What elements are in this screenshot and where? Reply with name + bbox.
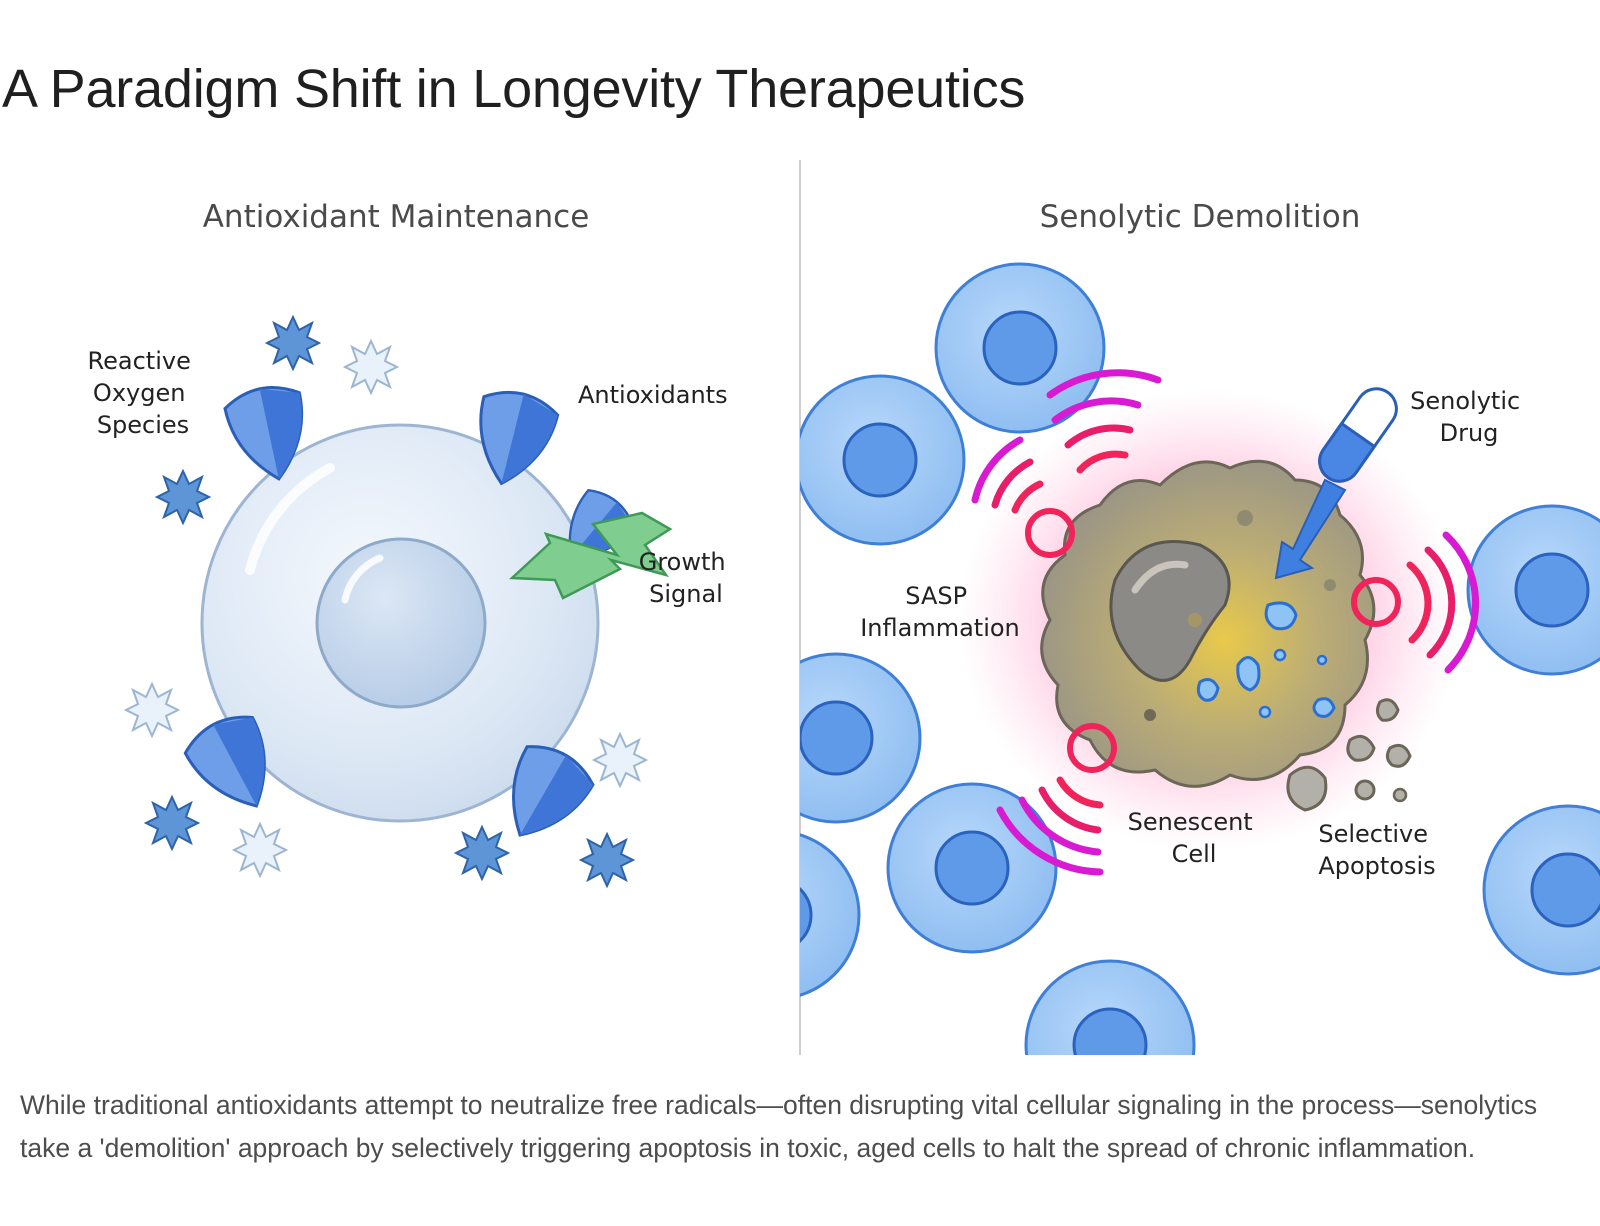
- senescent-cell-label: Senescent Cell: [1128, 808, 1261, 868]
- ros-star-dark: [453, 824, 511, 882]
- ros-star-dark: [264, 314, 322, 372]
- nucleus-highlight: [341, 554, 384, 604]
- apoptotic-fragments: [1286, 698, 1412, 812]
- antioxidants-label: Antioxidants: [578, 381, 728, 409]
- senescent-cell: [1040, 459, 1376, 788]
- antioxidant-shield: [479, 390, 560, 486]
- healthy-blue-cell: [1024, 959, 1196, 1055]
- drug-arrow: [1274, 478, 1347, 580]
- diagram-svg: Antioxidant Maintenance: [88, 160, 1600, 1055]
- growth-signal-arrow: [508, 511, 673, 600]
- page-title: A Paradigm Shift in Longevity Therapeuti…: [2, 59, 1026, 119]
- ros-label: Reactive Oxygen Species: [88, 347, 199, 439]
- antioxidant-shield: [223, 386, 304, 481]
- ros-star-dark: [154, 468, 212, 526]
- right-panel: Senolytic Demolition: [800, 199, 1600, 1055]
- ros-star-light: [231, 821, 289, 879]
- ros-star-light: [591, 731, 649, 789]
- healthy-blue-cell: [800, 833, 861, 997]
- antioxidant-shield: [511, 745, 595, 837]
- sasp-waves: [971, 369, 1480, 876]
- cell-nucleus: [315, 537, 487, 709]
- sasp-inflammation-label: SASP Inflammation: [860, 582, 1020, 642]
- right-panel-title: Senolytic Demolition: [1040, 199, 1361, 235]
- antioxidant-shield: [183, 715, 266, 808]
- left-panel: Antioxidant Maintenance: [88, 199, 734, 889]
- healthy-blue-cell: [1466, 504, 1600, 676]
- cell-highlight: [245, 463, 335, 575]
- growth-signal-label: Growth Signal: [639, 548, 734, 608]
- ros-star-light: [342, 338, 400, 396]
- selective-apoptosis-label: Selective Apoptosis: [1318, 820, 1435, 880]
- caption: While traditional antioxidants attempt t…: [20, 1090, 1538, 1163]
- diagram-figure: Antioxidant Maintenance: [0, 150, 1600, 1055]
- senolytic-drug-capsule: [1318, 387, 1398, 483]
- left-panel-title: Antioxidant Maintenance: [203, 199, 590, 235]
- healthy-blue-cell: [800, 374, 966, 546]
- ros-star-light: [123, 681, 181, 739]
- healthy-blue-cell: [800, 652, 922, 824]
- senolytic-drug-label: Senolytic Drug: [1410, 387, 1528, 447]
- healthy-blue-cell: [1482, 804, 1600, 976]
- ros-star-dark: [143, 794, 201, 852]
- ros-star-dark: [578, 831, 636, 889]
